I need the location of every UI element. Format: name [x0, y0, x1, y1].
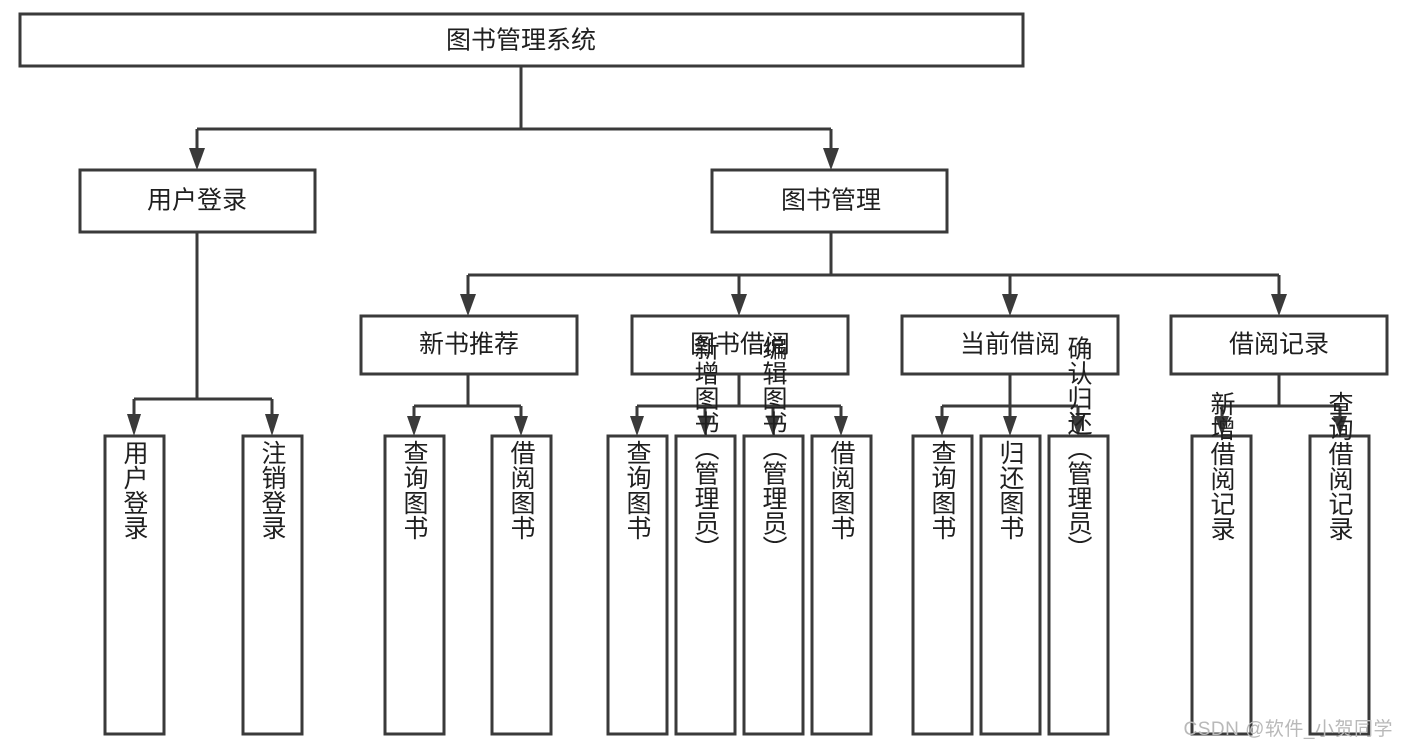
arrow-book-borrow-leaf-3 [766, 416, 780, 436]
leaf-user-login-2[interactable]: 注销登录 [241, 434, 304, 736]
leaf-new-book-1-label: 查询图书 [400, 440, 429, 540]
leaf-book-borrow-3[interactable]: 编辑图书（管理员） [742, 336, 805, 736]
arrow-to-current-borrow [1002, 294, 1018, 316]
arrow-to-new-book [460, 294, 476, 316]
leaf-borrow-record-2[interactable]: 查询借阅记录 [1308, 391, 1371, 736]
node-book-management-label: 图书管理 [781, 187, 881, 215]
node-new-book-recommend-label: 新书推荐 [419, 331, 519, 359]
node-book-borrow[interactable]: 图书借阅 [630, 314, 850, 376]
arrow-borrow-record-leaf-1 [1215, 416, 1229, 436]
arrow-current-borrow-leaf-1 [935, 416, 949, 436]
leaf-borrow-record-2-label: 查询借阅记录 [1325, 391, 1354, 541]
leaf-book-borrow-4-label: 借阅图书 [827, 440, 856, 540]
arrow-current-borrow-leaf-3 [1071, 416, 1085, 436]
node-current-borrow-box[interactable] [900, 314, 1120, 376]
leaf-current-borrow-1[interactable]: 查询图书 [911, 434, 974, 736]
arrow-to-book-borrow [731, 294, 747, 316]
leaf-book-borrow-1[interactable]: 查询图书 [606, 434, 669, 736]
arrow-borrow-record-leaf-2 [1333, 416, 1347, 436]
leaf-new-book-1[interactable]: 查询图书 [383, 434, 446, 736]
arrow-to-book-mgmt [823, 148, 839, 170]
leaf-book-borrow-4-box[interactable] [810, 434, 873, 736]
node-book-management[interactable]: 图书管理 [710, 168, 949, 234]
leaf-book-borrow-2-label: 新增图书（管理员） [691, 336, 720, 561]
node-book-borrow-label: 图书借阅 [690, 331, 790, 359]
leaf-user-login-1[interactable]: 用户登录 [103, 434, 166, 736]
leaf-current-borrow-3[interactable]: 确认归还（管理员） [1047, 336, 1110, 736]
node-user-login[interactable]: 用户登录 [78, 168, 317, 234]
leaf-current-borrow-3-label: 确认归还（管理员） [1064, 336, 1093, 561]
leaf-user-login-1-label: 用户登录 [120, 440, 149, 540]
leaf-borrow-record-2-box[interactable] [1308, 434, 1371, 736]
leaf-new-book-2[interactable]: 借阅图书 [490, 434, 553, 736]
arrow-book-borrow-leaf-1 [630, 416, 644, 436]
node-borrow-record-label: 借阅记录 [1229, 331, 1329, 359]
leaf-current-borrow-1-label: 查询图书 [928, 440, 957, 540]
node-current-borrow-label: 当前借阅 [960, 331, 1060, 359]
node-borrow-record-box[interactable] [1169, 314, 1389, 376]
leaf-current-borrow-1-box[interactable] [911, 434, 974, 736]
node-new-book-recommend[interactable]: 新书推荐 [359, 314, 579, 376]
connectors [127, 66, 1347, 436]
arrow-book-borrow-leaf-4 [834, 416, 848, 436]
node-root[interactable]: 图书管理系统 [18, 12, 1025, 68]
arrow-to-user-login [189, 148, 205, 170]
node-user-login-box[interactable] [78, 168, 317, 234]
arrow-user-login-leaf-2 [265, 414, 279, 436]
leaf-borrow-record-1[interactable]: 新增借阅记录 [1190, 391, 1253, 736]
leaf-new-book-2-box[interactable] [490, 434, 553, 736]
csdn-watermark: CSDN @软件_小贺同学 [1183, 719, 1393, 740]
node-book-borrow-box[interactable] [630, 314, 850, 376]
arrow-new-book-leaf-2 [514, 416, 528, 436]
leaf-current-borrow-2-box[interactable] [979, 434, 1042, 736]
arrow-to-borrow-record [1271, 294, 1287, 316]
leaf-book-borrow-2[interactable]: 新增图书（管理员） [674, 336, 737, 736]
node-current-borrow[interactable]: 当前借阅 [900, 314, 1120, 376]
arrow-book-borrow-leaf-2 [698, 416, 712, 436]
arrow-current-borrow-leaf-2 [1003, 416, 1017, 436]
leaf-book-borrow-3-box[interactable] [742, 434, 805, 736]
leaf-book-borrow-1-label: 查询图书 [623, 440, 652, 540]
leaf-current-borrow-2[interactable]: 归还图书 [979, 434, 1042, 736]
leaf-book-borrow-1-box[interactable] [606, 434, 669, 736]
leaf-book-borrow-4[interactable]: 借阅图书 [810, 434, 873, 736]
node-user-login-label: 用户登录 [147, 187, 247, 215]
node-borrow-record[interactable]: 借阅记录 [1169, 314, 1389, 376]
leaf-book-borrow-2-box[interactable] [674, 434, 737, 736]
leaf-user-login-2-box[interactable] [241, 434, 304, 736]
leaf-user-login-2-label: 注销登录 [258, 440, 287, 540]
node-root-box[interactable] [18, 12, 1025, 68]
leaf-current-borrow-3-box[interactable] [1047, 434, 1110, 736]
arrow-user-login-leaf-1 [127, 414, 141, 436]
node-root-label: 图书管理系统 [446, 27, 596, 55]
leaf-borrow-record-1-box[interactable] [1190, 434, 1253, 736]
node-new-book-recommend-box[interactable] [359, 314, 579, 376]
leaf-current-borrow-2-label: 归还图书 [996, 440, 1025, 540]
leaf-new-book-2-label: 借阅图书 [507, 440, 536, 540]
leaf-new-book-1-box[interactable] [383, 434, 446, 736]
leaf-book-borrow-3-label: 编辑图书（管理员） [759, 336, 788, 561]
node-book-management-box[interactable] [710, 168, 949, 234]
leaf-user-login-1-box[interactable] [103, 434, 166, 736]
arrow-new-book-leaf-1 [407, 416, 421, 436]
leaf-borrow-record-1-label: 新增借阅记录 [1207, 391, 1236, 541]
